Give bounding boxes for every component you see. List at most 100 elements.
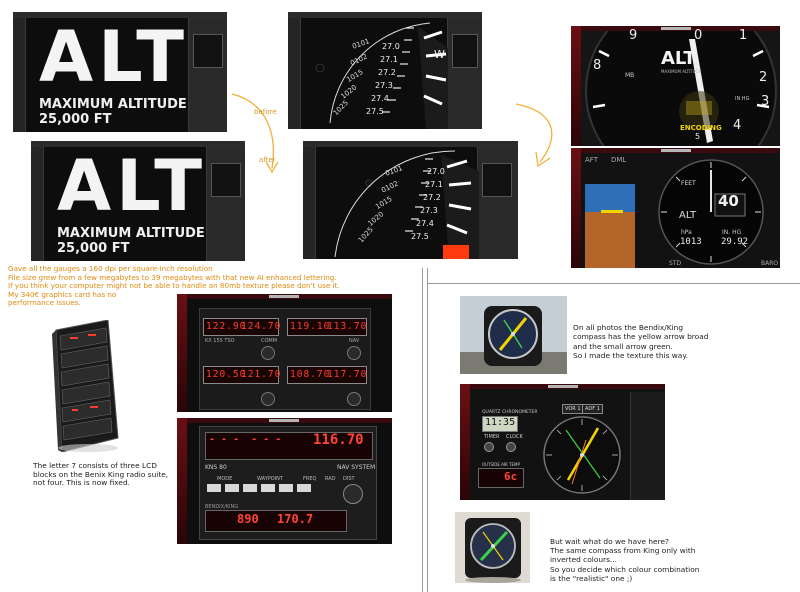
rnav-freq: FREQ (303, 476, 317, 482)
ps-thumbnail (211, 163, 241, 197)
adf-button[interactable]: ADF 1 (582, 404, 603, 414)
rnav-brand: BENDIX/KING (205, 504, 239, 510)
lcd-nav-1 (287, 318, 367, 336)
ps-menubar (13, 12, 227, 18)
radio-knob-2[interactable] (347, 346, 361, 360)
rnav-knob[interactable] (343, 484, 363, 504)
comm-standby-1: 124.70 (241, 321, 282, 332)
ps-panels (477, 147, 518, 259)
xp-topbar (187, 418, 392, 423)
note-line: So I made the texture this way. (573, 351, 689, 361)
altimeter-n5: 5 (695, 132, 701, 141)
ps-toolbar (13, 18, 26, 132)
radio-comm-label: COMM (261, 338, 278, 344)
xp-topbar (187, 294, 392, 299)
xp-topbar (581, 148, 780, 153)
lcd-comm-1 (203, 318, 279, 336)
compass-photo-2 (455, 512, 530, 583)
rnav-mode: MODE (217, 476, 233, 482)
oat-label: OUTSIDE AIR TEMP (482, 462, 520, 467)
altimeter-sub: MAXIMUM ALTITUDE (661, 69, 702, 74)
chrono-button[interactable] (506, 442, 516, 452)
chrono-time: 11:35 (485, 417, 516, 428)
before-after-arrow-left (231, 93, 279, 174)
side-panel (630, 392, 665, 500)
baro-value-4: 27.4 (371, 94, 389, 103)
rnav-button[interactable] (225, 484, 239, 492)
xp-sidebar (571, 26, 581, 146)
attitude-sky (585, 184, 635, 212)
rnav-bottom-display (205, 510, 347, 532)
baro-value-2: 27.2 (423, 193, 441, 202)
nav-standby-1: 113.70 (327, 321, 368, 332)
rnav-button[interactable] (261, 484, 275, 492)
lcd-nav-2 (287, 366, 367, 384)
vor-button[interactable]: VOR 1 (562, 404, 584, 414)
aft-label: AFT (585, 156, 598, 164)
rnav-button[interactable] (297, 484, 311, 492)
altimeter-n9: 9 (629, 28, 638, 43)
rnav-display (205, 432, 373, 460)
rnav-button[interactable] (279, 484, 293, 492)
chrono-title: QUARTZ CHRONOMETER (482, 410, 538, 415)
ps-menubar (303, 141, 518, 147)
baro-value-0: 27.0 (382, 42, 400, 51)
baro-value-3: 27.3 (375, 81, 393, 90)
before-after-arrow-right (515, 103, 553, 168)
rmi-compass (543, 416, 621, 494)
radio-model: KX 155 TSO (205, 338, 235, 344)
rnav-button[interactable] (243, 484, 257, 492)
radio-knob-4[interactable] (347, 392, 361, 406)
note-line: If you think your computer might not be … (8, 281, 340, 291)
ps-toolbar (303, 147, 316, 259)
rnav-rad: RAD (325, 476, 336, 482)
note-line: performance issues. (8, 298, 81, 308)
xp-sidebar (571, 148, 581, 268)
nav-active-1: 119.10 (290, 321, 331, 332)
oat-temp: 6c (504, 470, 518, 483)
baro-scale-svg (334, 150, 479, 259)
altimeter-dial-svg (585, 31, 777, 146)
vertical-divider-1 (422, 268, 423, 592)
note-line: blocks on the Benix King radio suite, (33, 469, 169, 479)
alt2-alt: ALT (679, 210, 697, 221)
rnav-screenshot: - - - - - - 116.70 KNS 80 NAV SYSTEM MOD… (177, 418, 392, 544)
chrono-timer: TIMER (484, 434, 500, 440)
baro-value-3: 27.3 (420, 206, 438, 215)
note-line: On all photos the Bendix/King (573, 323, 684, 332)
baro-value-2: 27.2 (378, 68, 396, 77)
digital-altimeter-dial (658, 159, 764, 265)
altimeter-inhg: IN HG (735, 96, 750, 102)
altimeter-n3: 3 (761, 94, 770, 109)
comm-active-1: 122.90 (206, 321, 247, 332)
baro-value-0: 27.0 (427, 167, 445, 176)
before-label: before (254, 108, 277, 116)
chrono-display (482, 416, 518, 432)
altimeter-n0: 0 (694, 28, 703, 43)
lcd-comm-2 (203, 366, 279, 384)
after-label: after (259, 156, 276, 164)
rnav-top-freq: 116.70 (313, 432, 364, 448)
rnav-model: KNS 80 (205, 464, 227, 471)
radio-knob-1[interactable] (261, 346, 275, 360)
scale-after-screenshot: 27.0 27.1 27.2 27.3 27.4 27.5 0101 0102 … (303, 141, 518, 259)
vertical-divider-2 (427, 268, 428, 592)
horizontal-divider (428, 283, 800, 284)
rnav-dist: DIST (343, 476, 355, 482)
note-line: not four. This is now fixed. (33, 478, 131, 488)
radio-knob-3[interactable] (261, 392, 275, 406)
note-line: The letter 7 consists of three LCD (33, 461, 157, 470)
comm-nav-radio-screenshot: 122.90 124.70 119.10 113.70 120.50 121.7… (177, 294, 392, 412)
baro-scale-svg: W (315, 22, 448, 129)
comm-active-2: 120.50 (206, 369, 247, 380)
note-line: File size grew from a few megabytes to 3… (8, 272, 337, 282)
ps-thumbnail (482, 163, 512, 197)
baro-value-1: 27.1 (380, 55, 398, 64)
note-line: compass has the yellow arrow broad (573, 332, 709, 342)
radio-stack-photo (48, 319, 120, 453)
note-line: The same compass from King only with (550, 546, 696, 556)
chrono-button[interactable] (484, 442, 494, 452)
rnav-button[interactable] (207, 484, 221, 492)
alt2-hpa: hPa (681, 229, 692, 236)
comm-standby-2: 121.70 (241, 369, 282, 380)
